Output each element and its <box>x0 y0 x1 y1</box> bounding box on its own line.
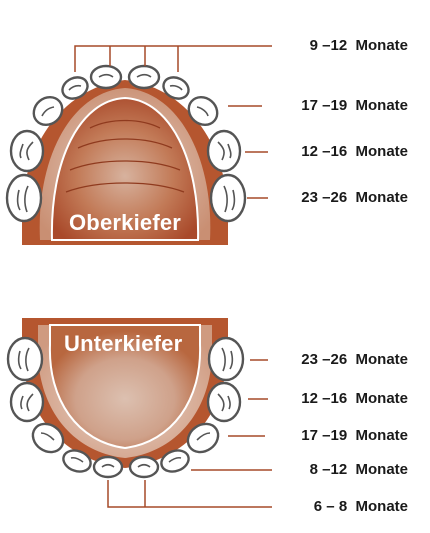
lower-label-second-molars: 23 –26 Monate <box>301 351 408 368</box>
upper-canine-right <box>187 95 219 127</box>
lower-jaw <box>6 318 272 508</box>
upper-label-incisors: 9 –12 Monate <box>309 37 408 54</box>
tooth-crease <box>196 432 211 441</box>
tooth-crease <box>70 456 84 463</box>
lower-label-first-molars: 12 –16 Monate <box>301 390 408 407</box>
lower-label-lateral-incisors: 8 –12 Monate <box>309 461 408 478</box>
tooth-crease <box>16 185 29 213</box>
upper-incisor-right-lateral <box>162 76 190 100</box>
tooth-crease <box>223 185 236 213</box>
palate-ridge <box>77 138 173 149</box>
upper-incisor-right-central <box>127 64 161 90</box>
tooth-crease <box>19 141 34 161</box>
tooth-crease <box>101 463 115 468</box>
tooth-crease <box>98 73 114 78</box>
lower-canine-right <box>186 422 220 454</box>
tooth-crease <box>68 84 82 91</box>
lower-tongue-area <box>48 324 202 450</box>
palate-ridge <box>65 182 185 193</box>
tooth-crease <box>17 347 30 372</box>
upper-incisor-left-central <box>89 64 123 90</box>
upper-label-canines: 17 –19 Monate <box>301 97 408 114</box>
tooth-crease <box>217 393 231 412</box>
lower-molar-second-right <box>207 336 245 382</box>
palate-ridge <box>89 119 161 129</box>
lower-incisor-left-lateral <box>62 449 92 473</box>
upper-jaw-title: Oberkiefer <box>69 210 182 235</box>
upper-palate <box>50 96 200 241</box>
tooth-crease <box>168 456 182 463</box>
tooth-crease <box>196 106 209 117</box>
upper-canine-left <box>32 95 64 127</box>
leader-line-upper-1 <box>74 45 272 72</box>
tooth-crease <box>221 347 234 372</box>
tooth-crease <box>217 141 232 161</box>
upper-incisor-left-lateral <box>61 76 89 100</box>
lower-molar-second-left <box>6 336 44 382</box>
tooth-crease <box>41 106 55 117</box>
tooth-crease <box>20 393 34 412</box>
lower-label-central-incisors: 6 – 8 Monate <box>313 498 408 515</box>
upper-label-second-molars: 23 –26 Monate <box>301 189 408 206</box>
tooth-crease <box>137 463 151 468</box>
lower-incisor-right-lateral <box>160 449 190 473</box>
lower-canine-left <box>31 422 65 454</box>
lower-jaw-title: Unterkiefer <box>64 331 183 356</box>
leader-line-lower-5 <box>107 480 272 508</box>
tooth-crease <box>169 84 183 91</box>
tooth-crease <box>40 432 55 441</box>
lower-incisor-right-central <box>128 455 160 479</box>
upper-label-first-molars: 12 –16 Monate <box>301 143 408 160</box>
lower-incisor-left-central <box>92 455 124 479</box>
tooth-crease <box>136 73 152 78</box>
upper-jaw <box>5 45 272 245</box>
palate-ridge <box>69 160 181 171</box>
lower-label-canines: 17 –19 Monate <box>301 427 408 444</box>
